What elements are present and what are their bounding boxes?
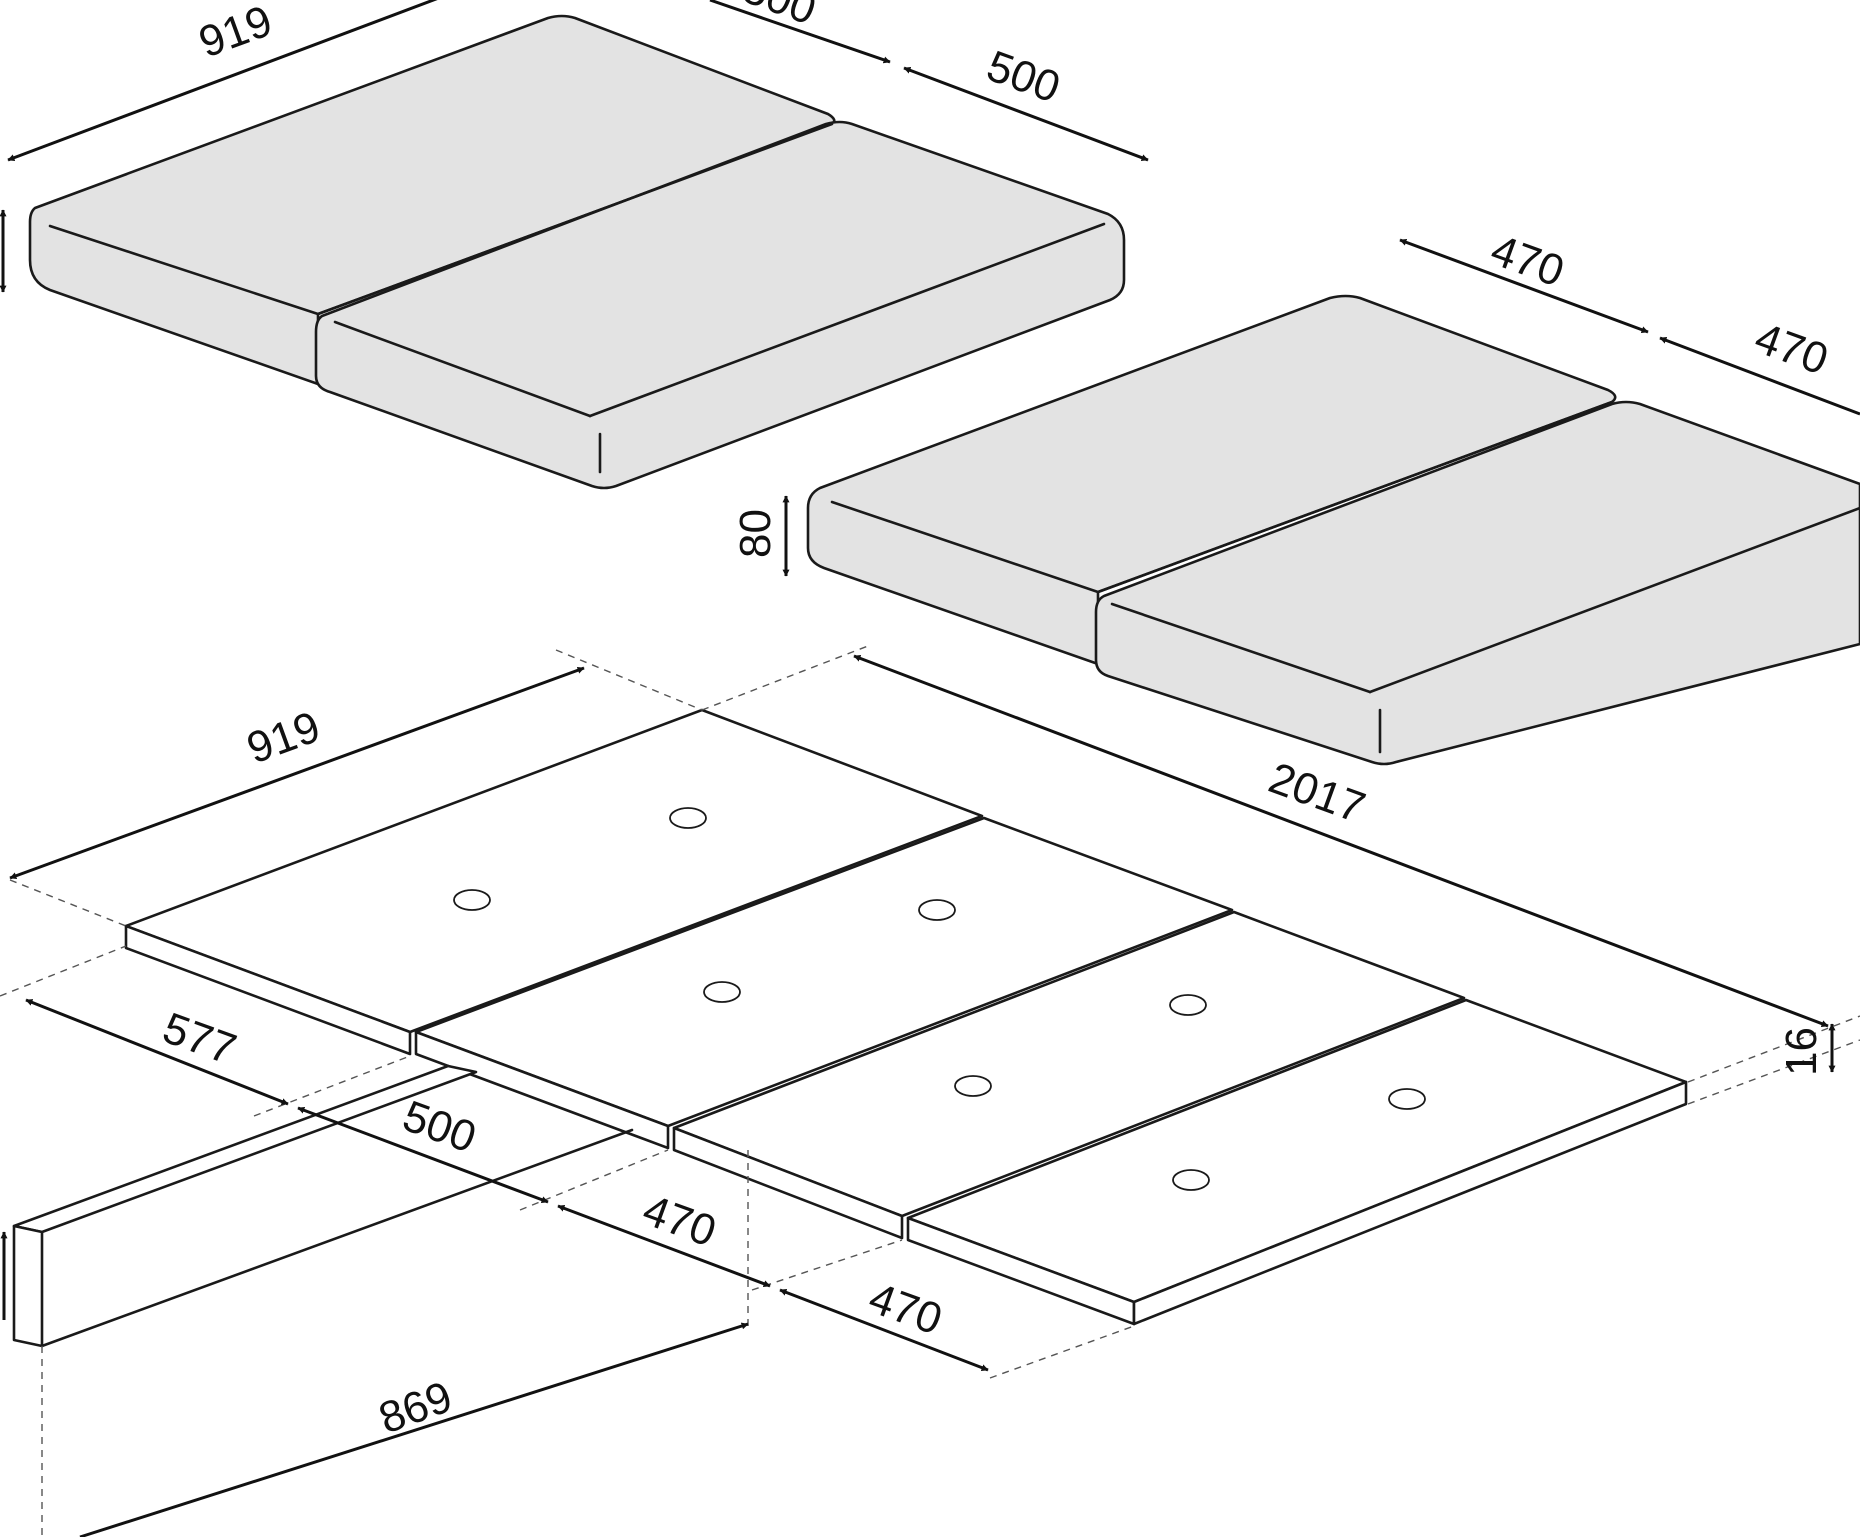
hole [954, 1075, 992, 1097]
hole [703, 981, 741, 1003]
hole [1388, 1088, 1426, 1110]
board-4 [906, 998, 1688, 1326]
mattress-a [28, 14, 1126, 490]
hole [1172, 1169, 1210, 1191]
base-boards [124, 708, 1688, 1326]
dim-label-mattress-b-height: 80 [731, 509, 780, 558]
dim-label-slat-width-4: 470 [863, 1273, 949, 1344]
mattress-b-seam [1096, 400, 1614, 594]
dim-label-mattress-a-width-top: 500 [737, 0, 823, 35]
dim-label-overall-length: 2017 [1263, 753, 1372, 833]
hole [669, 807, 707, 829]
hole [1169, 994, 1207, 1016]
mattress-a-seam [316, 122, 834, 316]
dim-label-board-thickness: 16 [1777, 1027, 1826, 1076]
dim-label-slat-width-1: 577 [157, 1003, 243, 1074]
dim-label-beam-length: 869 [373, 1372, 459, 1443]
mattress-a-right-half [314, 120, 1126, 490]
mattress-b [806, 294, 1860, 766]
dim-label-slat-width-3: 470 [637, 1185, 723, 1256]
dim-label-slat-width-2: 500 [397, 1091, 483, 1162]
hole [918, 899, 956, 921]
dim-label-slats-length: 919 [241, 702, 327, 773]
dim-label-mattress-a-length: 919 [193, 0, 279, 67]
support-beam [12, 1064, 634, 1348]
hole [453, 889, 491, 911]
dim-label-mattress-b-width-right: 470 [1749, 313, 1835, 384]
dim-label-mattress-b-width-left: 470 [1485, 225, 1571, 296]
